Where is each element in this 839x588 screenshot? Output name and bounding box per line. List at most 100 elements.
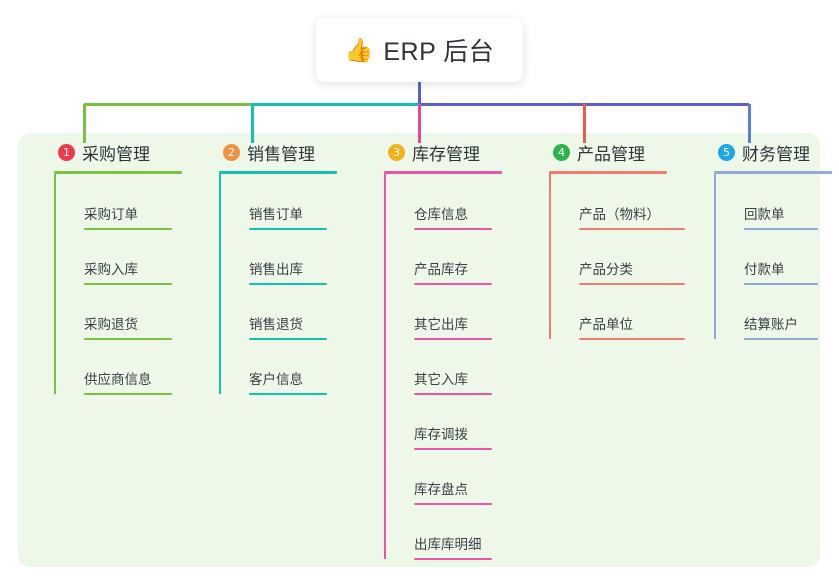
leaf-label: 采购入库 (84, 262, 138, 277)
leaf-item[interactable]: 出库库明细 (384, 504, 502, 560)
column-title-2: 销售管理 (247, 144, 315, 164)
leaf-item[interactable]: 其它入库 (384, 339, 502, 395)
leaf-label: 供应商信息 (84, 372, 152, 387)
leaf-label: 付款单 (744, 262, 785, 277)
leaf-label: 销售退货 (249, 317, 303, 332)
leaf-list-4: 产品（物料） 产品分类产品单位 (549, 174, 685, 340)
leaf-underline (249, 283, 327, 285)
leaf-underline (414, 393, 492, 395)
root-title: ERP 后台 (383, 38, 495, 66)
leaf-list-3: 仓库信息产品库存其它出库其它入库库存调拨库存盘点出库库明细 (384, 174, 502, 560)
column-title-1: 采购管理 (82, 144, 150, 164)
column-1: 1 采购管理采购订单采购入库采购退货供应商信息 (40, 133, 182, 395)
leaf-item[interactable]: 仓库信息 (384, 174, 502, 230)
leaf-item[interactable]: 销售出库 (219, 229, 337, 285)
column-badge-icon-1: 1 (58, 143, 75, 161)
leaf-spine-5 (714, 174, 716, 339)
leaf-label: 客户信息 (249, 372, 303, 387)
leaf-item[interactable]: 产品分类 (549, 229, 685, 285)
leaf-item[interactable]: 产品库存 (384, 229, 502, 285)
leaf-underline (579, 338, 685, 340)
column-badge-icon-2: 2 (223, 143, 240, 161)
leaf-list-1: 采购订单采购入库采购退货供应商信息 (54, 174, 182, 395)
leaf-spine-4 (549, 174, 551, 339)
leaf-label: 出库库明细 (414, 537, 482, 552)
leaf-spine-1 (54, 174, 56, 394)
leaf-item[interactable]: 采购订单 (54, 174, 182, 230)
leaf-item[interactable]: 产品单位 (549, 284, 685, 340)
leaf-underline (84, 393, 172, 395)
column-underline-2 (219, 171, 337, 174)
leaf-item[interactable]: 结算账户 (714, 284, 832, 340)
leaf-item[interactable]: 产品（物料） (549, 174, 685, 230)
leaf-spine-2 (219, 174, 221, 394)
leaf-label: 库存调拨 (414, 427, 468, 442)
column-underline-5 (714, 171, 832, 174)
diagram-panel (18, 133, 820, 567)
column-underline-1 (54, 171, 182, 174)
leaf-label: 销售订单 (249, 207, 303, 222)
column-header-1[interactable]: 1 采购管理 (40, 133, 182, 171)
leaf-label: 其它出库 (414, 317, 468, 332)
column-badge-icon-5: 5 (718, 143, 735, 161)
leaf-label: 产品（物料） (579, 207, 660, 222)
leaf-item[interactable]: 供应商信息 (54, 339, 182, 395)
leaf-label: 产品分类 (579, 262, 633, 277)
column-underline-3 (384, 171, 502, 174)
leaf-label: 其它入库 (414, 372, 468, 387)
leaf-label: 产品库存 (414, 262, 468, 277)
leaf-label: 仓库信息 (414, 207, 468, 222)
leaf-label: 回款单 (744, 207, 785, 222)
leaf-item[interactable]: 采购入库 (54, 229, 182, 285)
leaf-underline (84, 283, 172, 285)
root-node[interactable]: 👍 ERP 后台 (316, 18, 523, 82)
column-header-4[interactable]: 4 产品管理 (535, 133, 685, 171)
column-header-2[interactable]: 2 销售管理 (205, 133, 337, 171)
leaf-underline (414, 448, 492, 450)
leaf-underline (744, 338, 818, 340)
column-4: 4 产品管理产品（物料） 产品分类产品单位 (535, 133, 685, 340)
column-5: 5 财务管理回款单付款单结算账户 (700, 133, 832, 340)
leaf-item[interactable]: 回款单 (714, 174, 832, 230)
column-badge-icon-4: 4 (553, 143, 570, 161)
leaf-underline (744, 283, 818, 285)
leaf-label: 库存盘点 (414, 482, 468, 497)
leaf-underline (249, 228, 327, 230)
column-badge-icon-3: 3 (388, 143, 405, 161)
leaf-underline (414, 228, 492, 230)
leaf-underline (84, 228, 172, 230)
leaf-label: 采购订单 (84, 207, 138, 222)
leaf-underline (744, 228, 818, 230)
leaf-spine-3 (384, 174, 386, 559)
leaf-item[interactable]: 库存盘点 (384, 449, 502, 505)
leaf-underline (84, 338, 172, 340)
leaf-underline (579, 228, 685, 230)
leaf-underline (414, 558, 492, 560)
leaf-item[interactable]: 采购退货 (54, 284, 182, 340)
leaf-item[interactable]: 其它出库 (384, 284, 502, 340)
column-title-4: 产品管理 (577, 144, 645, 164)
leaf-label: 销售出库 (249, 262, 303, 277)
leaf-underline (414, 503, 492, 505)
leaf-underline (579, 283, 685, 285)
leaf-item[interactable]: 客户信息 (219, 339, 337, 395)
leaf-item[interactable]: 库存调拨 (384, 394, 502, 450)
thumbs-up-icon: 👍 (344, 36, 374, 63)
column-underline-4 (549, 171, 667, 174)
leaf-underline (414, 283, 492, 285)
leaf-underline (249, 393, 327, 395)
column-header-5[interactable]: 5 财务管理 (700, 133, 832, 171)
leaf-item[interactable]: 销售退货 (219, 284, 337, 340)
leaf-label: 结算账户 (744, 317, 798, 332)
leaf-underline (414, 338, 492, 340)
leaf-list-5: 回款单付款单结算账户 (714, 174, 832, 340)
leaf-item[interactable]: 销售订单 (219, 174, 337, 230)
column-title-5: 财务管理 (742, 144, 810, 164)
leaf-label: 采购退货 (84, 317, 138, 332)
column-container: 1 采购管理采购订单采购入库采购退货供应商信息 2 销售管理销售订单销售出库销售退货客… (18, 133, 832, 567)
leaf-item[interactable]: 付款单 (714, 229, 832, 285)
leaf-list-2: 销售订单销售出库销售退货客户信息 (219, 174, 337, 395)
